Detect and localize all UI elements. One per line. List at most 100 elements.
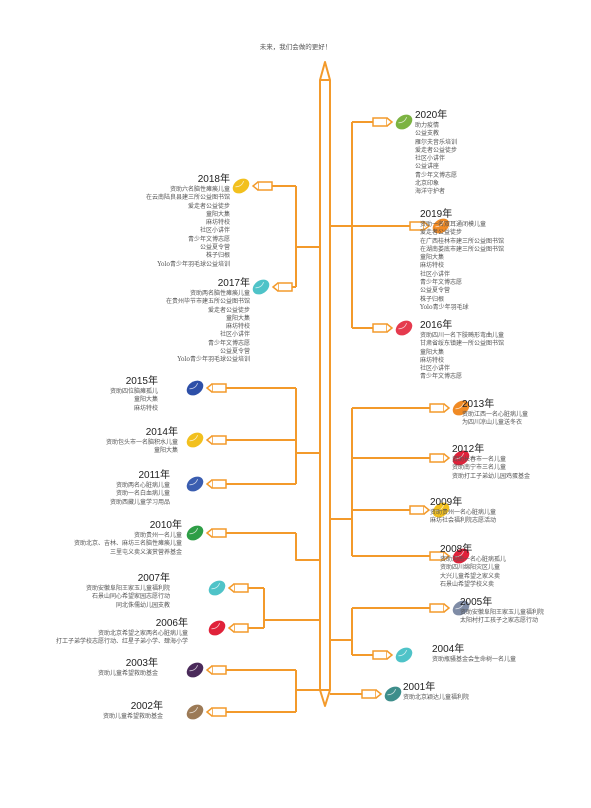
activity-item: 石景山同心希望家园志愿行动 xyxy=(91,593,170,601)
activity-item: 雁尔夫音乐培训 xyxy=(415,138,458,146)
activity-item: 麻坊社会福利院志愿活动 xyxy=(430,517,497,525)
entry-3: 2013年资助江西一名心脏病儿童为四川凉山儿童送冬衣 xyxy=(462,399,591,428)
activity-item: 社区小讲伴 xyxy=(415,155,446,163)
year-label: 2019年 xyxy=(420,209,453,220)
activity-item: 资助西藏儿童学习用品 xyxy=(109,498,170,506)
activity-list: 助力疫情公益支教雁尔夫音乐培训爱走者公益徒步社区小讲伴公益讲座青少年文博志愿北京… xyxy=(415,122,555,197)
ball-2020 xyxy=(395,114,413,130)
ball-2019 xyxy=(432,218,450,234)
activity-item: 资助长春市一名儿童 xyxy=(452,456,507,463)
activity-item: 资助两名脑性瘫痪儿童 xyxy=(189,290,250,297)
activity-list: 资助北京颖达儿童福利院 xyxy=(403,694,543,702)
activity-item: 为四川凉山儿童送冬衣 xyxy=(462,419,523,427)
ball-2014 xyxy=(186,432,204,448)
activity-item: 资助一名双耳通闭模儿童 xyxy=(420,221,487,228)
activity-list: 资助江西一名心脏病儿童为四川凉山儿童送冬衣 xyxy=(462,411,591,428)
year-label: 2018年 xyxy=(197,174,230,185)
activity-item: 资助北京颖达儿童福利院 xyxy=(403,694,470,701)
entry-7: 2006年资助北京希望之家两名心脏病儿童打工子弟学校志愿行动、红星子弟小学、肆海… xyxy=(48,618,188,647)
activity-item: Yolo青少年羽毛球公益培训 xyxy=(177,356,250,364)
activity-list: 资助四位脑瘫孤儿童阳大集麻坊特校 xyxy=(18,388,158,413)
activity-item: 公益讲座 xyxy=(415,163,440,171)
year-label: 2003年 xyxy=(125,658,158,669)
pencil-flag-2006 xyxy=(227,623,249,633)
activity-item: 社区小讲伴 xyxy=(420,365,451,373)
activity-item: 石景山希望学校义卖 xyxy=(440,580,495,588)
entry-2: 2016年资助四川一名下肢畸形弯曲儿童甘肃省绥东镇建一所公益图书馆童阳大集麻坊特… xyxy=(420,320,560,382)
year-label: 2004年 xyxy=(432,644,465,655)
ball-2009 xyxy=(432,502,450,518)
activity-list: 资助贵州一名心脏病儿童麻坊社会福利院志愿活动 xyxy=(430,509,570,526)
activity-item: 甘肃省绥东镇建一所公益图书馆 xyxy=(420,340,505,348)
activity-item: 社区小讲伴 xyxy=(199,227,230,235)
activity-item: 资助安徽阜阳王家玉儿童福利院 xyxy=(460,609,545,616)
activity-item: 童阳大集 xyxy=(420,254,445,262)
year-label: 2017年 xyxy=(217,278,250,289)
pencil-flag-2020 xyxy=(372,117,394,127)
activity-item: 同北侏儒幼儿园支教 xyxy=(115,601,170,609)
activity-item: 资助贵州一名心脏病儿童 xyxy=(430,509,497,516)
activity-item: 爱走者公益徒步 xyxy=(187,202,230,210)
activity-item: 公益夏令营 xyxy=(219,348,250,356)
activity-item: 童阳大集 xyxy=(225,314,250,322)
entry-1: 2019年资助一名双耳通闭模儿童爱走者公益徒步在广西桂林市建三所公益图书馆在湖南… xyxy=(420,209,560,312)
activity-item: 青少年文博志愿 xyxy=(420,373,463,381)
activity-item: 童阳大集 xyxy=(153,447,178,455)
year-label: 2016年 xyxy=(420,320,453,331)
activity-item: 资助北京希望之家两名心脏病儿童 xyxy=(97,630,188,637)
year-label: 2008年 xyxy=(440,544,473,555)
pencil-flag-2001 xyxy=(361,689,383,699)
activity-list: 资助一名双耳通闭模儿童爱走者公益徒步在广西桂林市建三所公益图书馆在湖南娄底市建三… xyxy=(420,221,560,312)
activity-item: 海洋守护者 xyxy=(415,188,446,196)
entry-8: 2004年资助瓶骚基金会生命树一名儿童 xyxy=(432,644,572,664)
activity-list: 资助儿童希望救助基金 xyxy=(18,670,158,678)
entry-9: 2001年资助北京颖达儿童福利院 xyxy=(403,682,543,702)
pencil-flag-2002 xyxy=(205,707,227,717)
pencil-flag-2013 xyxy=(429,403,451,413)
activity-item: 麻坊特校 xyxy=(420,356,445,364)
year-label: 2011年 xyxy=(138,470,170,481)
year-label: 2010年 xyxy=(149,520,182,531)
activity-item: 资助安徽阜阳王家玉儿童福利院 xyxy=(85,585,170,592)
activity-item: 青少年文博志愿 xyxy=(187,235,230,243)
activity-list: 资助贵州一名儿童资助北京、吉林、麻坊三名脑性瘫痪儿童三里屯义卖义演赏营养基金 xyxy=(42,532,182,557)
activity-list: 资助儿童希望救助基金 xyxy=(23,713,163,721)
entry-6: 2007年资助安徽阜阳王家玉儿童福利院石景山同心希望家园志愿行动同北侏儒幼儿园支… xyxy=(30,573,170,610)
activity-item: Yolo青少年羽毛球公益培训 xyxy=(157,260,230,268)
activity-item: 资助四川绵阳灾区儿童 xyxy=(440,564,501,572)
entry-2: 2015年资助四位脑瘫孤儿童阳大集麻坊特校 xyxy=(18,376,158,413)
entry-8: 2003年资助儿童希望救助基金 xyxy=(18,658,158,678)
activity-item: 太阳村打工孩子之家志愿行动 xyxy=(460,617,539,625)
activity-item: 在广西桂林市建三所公益图书馆 xyxy=(420,237,505,245)
activity-item: 资助六名脑性瘫痪儿童 xyxy=(169,186,230,193)
entry-5: 2009年资助贵州一名心脏病儿童麻坊社会福利院志愿活动 xyxy=(430,497,570,526)
pencil-flag-2011 xyxy=(205,479,227,489)
activity-item: 资助南宁市三名儿童 xyxy=(452,464,507,472)
activity-item: 资助河南一名心脏病孤儿 xyxy=(440,556,507,563)
entry-4: 2012年资助长春市一名儿童资助南宁市三名儿童资助打工子弟幼儿园鸡蛋基金 xyxy=(452,444,591,481)
ball-2017 xyxy=(252,279,270,295)
activity-item: 童阳大集 xyxy=(133,396,158,404)
activity-item: 爱走者公益徒步 xyxy=(420,229,463,237)
activity-item: 打工子弟学校志愿行动、红星子弟小学、肆海小学 xyxy=(55,638,188,646)
activity-item: 社区小讲伴 xyxy=(219,331,250,339)
pencil-flag-2015 xyxy=(205,383,227,393)
activity-item: 麻坊特校 xyxy=(225,323,250,331)
activity-item: 资助儿童希望救助基金 xyxy=(102,713,163,720)
activity-list: 资助包头市一名脑积水儿童童阳大集 xyxy=(38,439,178,456)
activity-item: 在云南陆良县建三所公益图书馆 xyxy=(145,194,230,202)
ball-2008 xyxy=(452,548,470,564)
ball-2004 xyxy=(395,647,413,663)
activity-item: 公益支教 xyxy=(415,130,440,138)
activity-list: 资助安徽阜阳王家玉儿童福利院石景山同心希望家园志愿行动同北侏儒幼儿园支教 xyxy=(30,585,170,610)
activity-item: 爱走者公益徒步 xyxy=(415,146,458,154)
activity-item: 助力疫情 xyxy=(415,122,440,129)
activity-item: 资助北京、吉林、麻坊三名脑性瘫痪儿童 xyxy=(73,540,182,548)
pencil-flag-2007 xyxy=(227,583,249,593)
pencil-flag-2004 xyxy=(372,650,394,660)
activity-list: 资助安徽阜阳王家玉儿童福利院太阳村打工孩子之家志愿行动 xyxy=(460,609,591,626)
ball-2002 xyxy=(186,704,204,720)
ball-2006 xyxy=(208,620,226,636)
